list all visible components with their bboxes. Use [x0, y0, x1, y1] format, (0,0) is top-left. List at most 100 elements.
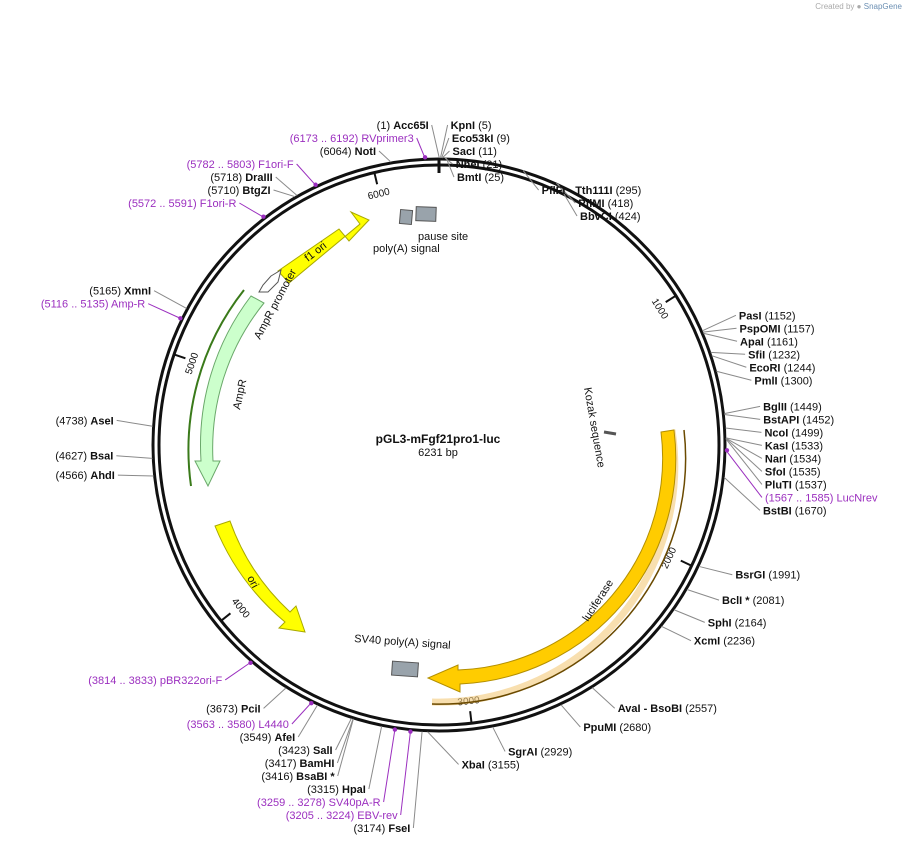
site-label-xcmi[interactable]: XcmI (2236): [694, 636, 755, 648]
tick-mark-4000: [220, 612, 232, 622]
primer-label-f1ori-f[interactable]: (5782 .. 5803) F1ori-F: [187, 159, 294, 171]
primer-label-f1ori-r[interactable]: (5572 .. 5591) F1ori-R: [128, 198, 236, 210]
label-name: PflFI - Tth111I: [542, 185, 613, 197]
site-label-fsei[interactable]: (3174) FseI: [353, 823, 410, 835]
site-label-pspomi[interactable]: PspOMI (1157): [740, 323, 815, 335]
feature-luciferase[interactable]: [426, 429, 677, 693]
site-label-asei[interactable]: (4738) AseI: [56, 415, 114, 427]
primer-label-rvprimer3[interactable]: (6173 .. 6192) RVprimer3: [290, 133, 414, 145]
primer-mark-lucnrev[interactable]: [724, 448, 730, 453]
site-label-xbai[interactable]: XbaI (3155): [462, 759, 520, 771]
site-label-ahdi[interactable]: (4566) AhdI: [56, 470, 115, 482]
primer-label-lucnrev[interactable]: (1567 .. 1585) LucNrev: [765, 492, 878, 504]
label-position: (3423): [278, 745, 310, 757]
site-leader-noti: [378, 150, 392, 163]
label-name: PmlI: [754, 375, 777, 387]
site-label-ncoi[interactable]: NcoI (1499): [764, 427, 823, 439]
site-label-saci[interactable]: SacI (11): [453, 146, 497, 158]
site-label-bsrgi[interactable]: BsrGI (1991): [735, 570, 800, 582]
feature-f1-ori[interactable]: [277, 210, 370, 284]
feature-pause-site-box[interactable]: [415, 206, 437, 222]
site-leader-hpai: [368, 726, 383, 790]
site-label-bmti[interactable]: BmtI (25): [457, 172, 504, 184]
site-label-pmli[interactable]: PmlI (1300): [754, 375, 812, 387]
feature-ori[interactable]: [214, 520, 306, 633]
site-label-draiii[interactable]: (5718) DraIII: [210, 172, 272, 184]
label-name: PluTI: [765, 479, 792, 491]
feature-poly-a-signal-box[interactable]: [398, 208, 414, 226]
site-label-ecori[interactable]: EcoRI (1244): [749, 362, 815, 374]
site-label-bsai[interactable]: (4627) BsaI: [55, 451, 113, 463]
primer-mark-f1ori-r[interactable]: [261, 214, 266, 219]
site-label-bbvci[interactable]: BbvCI (424): [580, 211, 641, 223]
label-position: (2680): [619, 722, 651, 734]
label-name: NarI: [765, 453, 786, 465]
site-label-sali[interactable]: (3423) SalI: [278, 745, 332, 757]
site-label-pcii[interactable]: (3673) PciI: [206, 703, 260, 715]
site-leader-sgrai: [492, 726, 506, 752]
site-label-pflfi-tth111i[interactable]: PflFI - Tth111I (295): [542, 185, 642, 197]
label-position: (6064): [320, 146, 352, 158]
primer-mark-amp-r[interactable]: [178, 316, 183, 321]
feature-sv40-poly-a-box[interactable]: [391, 660, 419, 678]
site-label-pluti[interactable]: PluTI (1537): [765, 479, 827, 491]
label-name: PpuMI: [583, 722, 616, 734]
site-label-noti[interactable]: (6064) NotI: [320, 146, 376, 158]
label-name: LucNrev: [837, 492, 878, 504]
primer-label-pbr322ori-f[interactable]: (3814 .. 3833) pBR322ori-F: [88, 675, 222, 687]
site-leader-pflfi-tth111i: [522, 170, 540, 191]
label-name: BmtI: [457, 172, 481, 184]
site-label-sfii[interactable]: SfiI (1232): [748, 349, 800, 361]
label-name: KpnI: [451, 120, 475, 132]
primer-mark-f1ori-f[interactable]: [313, 182, 318, 187]
feature-ampr-promoter[interactable]: [258, 268, 282, 293]
primer-mark-pbr322ori-f[interactable]: [248, 660, 253, 665]
feature-kozak-sequence-mark[interactable]: [603, 430, 617, 436]
site-leader-kasi: [725, 437, 763, 446]
site-label-nari[interactable]: NarI (1534): [765, 453, 821, 465]
primer-label-l4440[interactable]: (3563 .. 3580) L4440: [187, 719, 289, 731]
site-label-sgrai[interactable]: SgrAI (2929): [508, 746, 572, 758]
site-label-afei[interactable]: (3549) AfeI: [240, 732, 296, 744]
primer-label-amp-r[interactable]: (5116 .. 5135) Amp-R: [41, 299, 145, 311]
site-label-btgzi[interactable]: (5710) BtgZI: [208, 185, 271, 197]
site-label-xmni[interactable]: (5165) XmnI: [89, 286, 151, 298]
label-name: NotI: [355, 146, 376, 158]
site-label-bamhi[interactable]: (3417) BamHI: [265, 758, 335, 770]
site-label-bcli[interactable]: BclI * (2081): [722, 595, 784, 607]
primer-mark-l4440[interactable]: [309, 700, 314, 706]
site-label-sfoi[interactable]: SfoI (1535): [765, 466, 821, 478]
feature-ampr[interactable]: [194, 295, 265, 488]
site-label-bstapi[interactable]: BstAPI (1452): [763, 414, 834, 426]
label-name: SfoI: [765, 466, 786, 478]
label-position: (1157): [784, 323, 815, 335]
label-position: (1991): [768, 570, 800, 582]
site-label-nhei[interactable]: NheI (21): [456, 159, 502, 171]
primer-label-ebv-rev[interactable]: (3205 .. 3224) EBV-rev: [286, 810, 398, 822]
site-label-sphi[interactable]: SphI (2164): [708, 617, 767, 629]
site-label-bstbi[interactable]: BstBI (1670): [763, 505, 827, 517]
site-label-bsabi[interactable]: (3416) BsaBI *: [261, 771, 335, 783]
label-position: (1152): [765, 310, 796, 322]
site-label-pflmi[interactable]: PflMI (418): [578, 198, 633, 210]
site-label-ppumi[interactable]: PpuMI (2680): [583, 722, 651, 734]
site-leader-eco53ki: [441, 137, 450, 159]
site-label-acc65i[interactable]: (1) Acc65I: [377, 120, 429, 132]
primer-mark-sv40pa-r[interactable]: [392, 727, 398, 732]
primer-mark-rvprimer3[interactable]: [422, 155, 428, 160]
primer-mark-ebv-rev[interactable]: [408, 729, 413, 734]
site-label-pasi[interactable]: PasI (1152): [739, 310, 796, 322]
label-position: (2081): [753, 595, 785, 607]
site-label-bglii[interactable]: BglII (1449): [763, 401, 822, 413]
site-label-avai-bsobi[interactable]: AvaI - BsoBI (2557): [618, 703, 717, 715]
feature-label-sv40-poly-a: SV40 poly(A) signal: [354, 633, 451, 652]
site-label-kasi[interactable]: KasI (1533): [765, 440, 823, 452]
site-label-eco53ki[interactable]: Eco53kI (9): [452, 133, 510, 145]
label-name: AseI: [90, 415, 113, 427]
site-label-apai[interactable]: ApaI (1161): [740, 336, 798, 348]
primer-label-sv40pa-r[interactable]: (3259 .. 3278) SV40pA-R: [257, 797, 381, 809]
label-position: (3315): [307, 784, 339, 796]
label-name: PasI: [739, 310, 762, 322]
site-label-hpai[interactable]: (3315) HpaI: [307, 784, 366, 796]
site-label-kpni[interactable]: KpnI (5): [451, 120, 492, 132]
